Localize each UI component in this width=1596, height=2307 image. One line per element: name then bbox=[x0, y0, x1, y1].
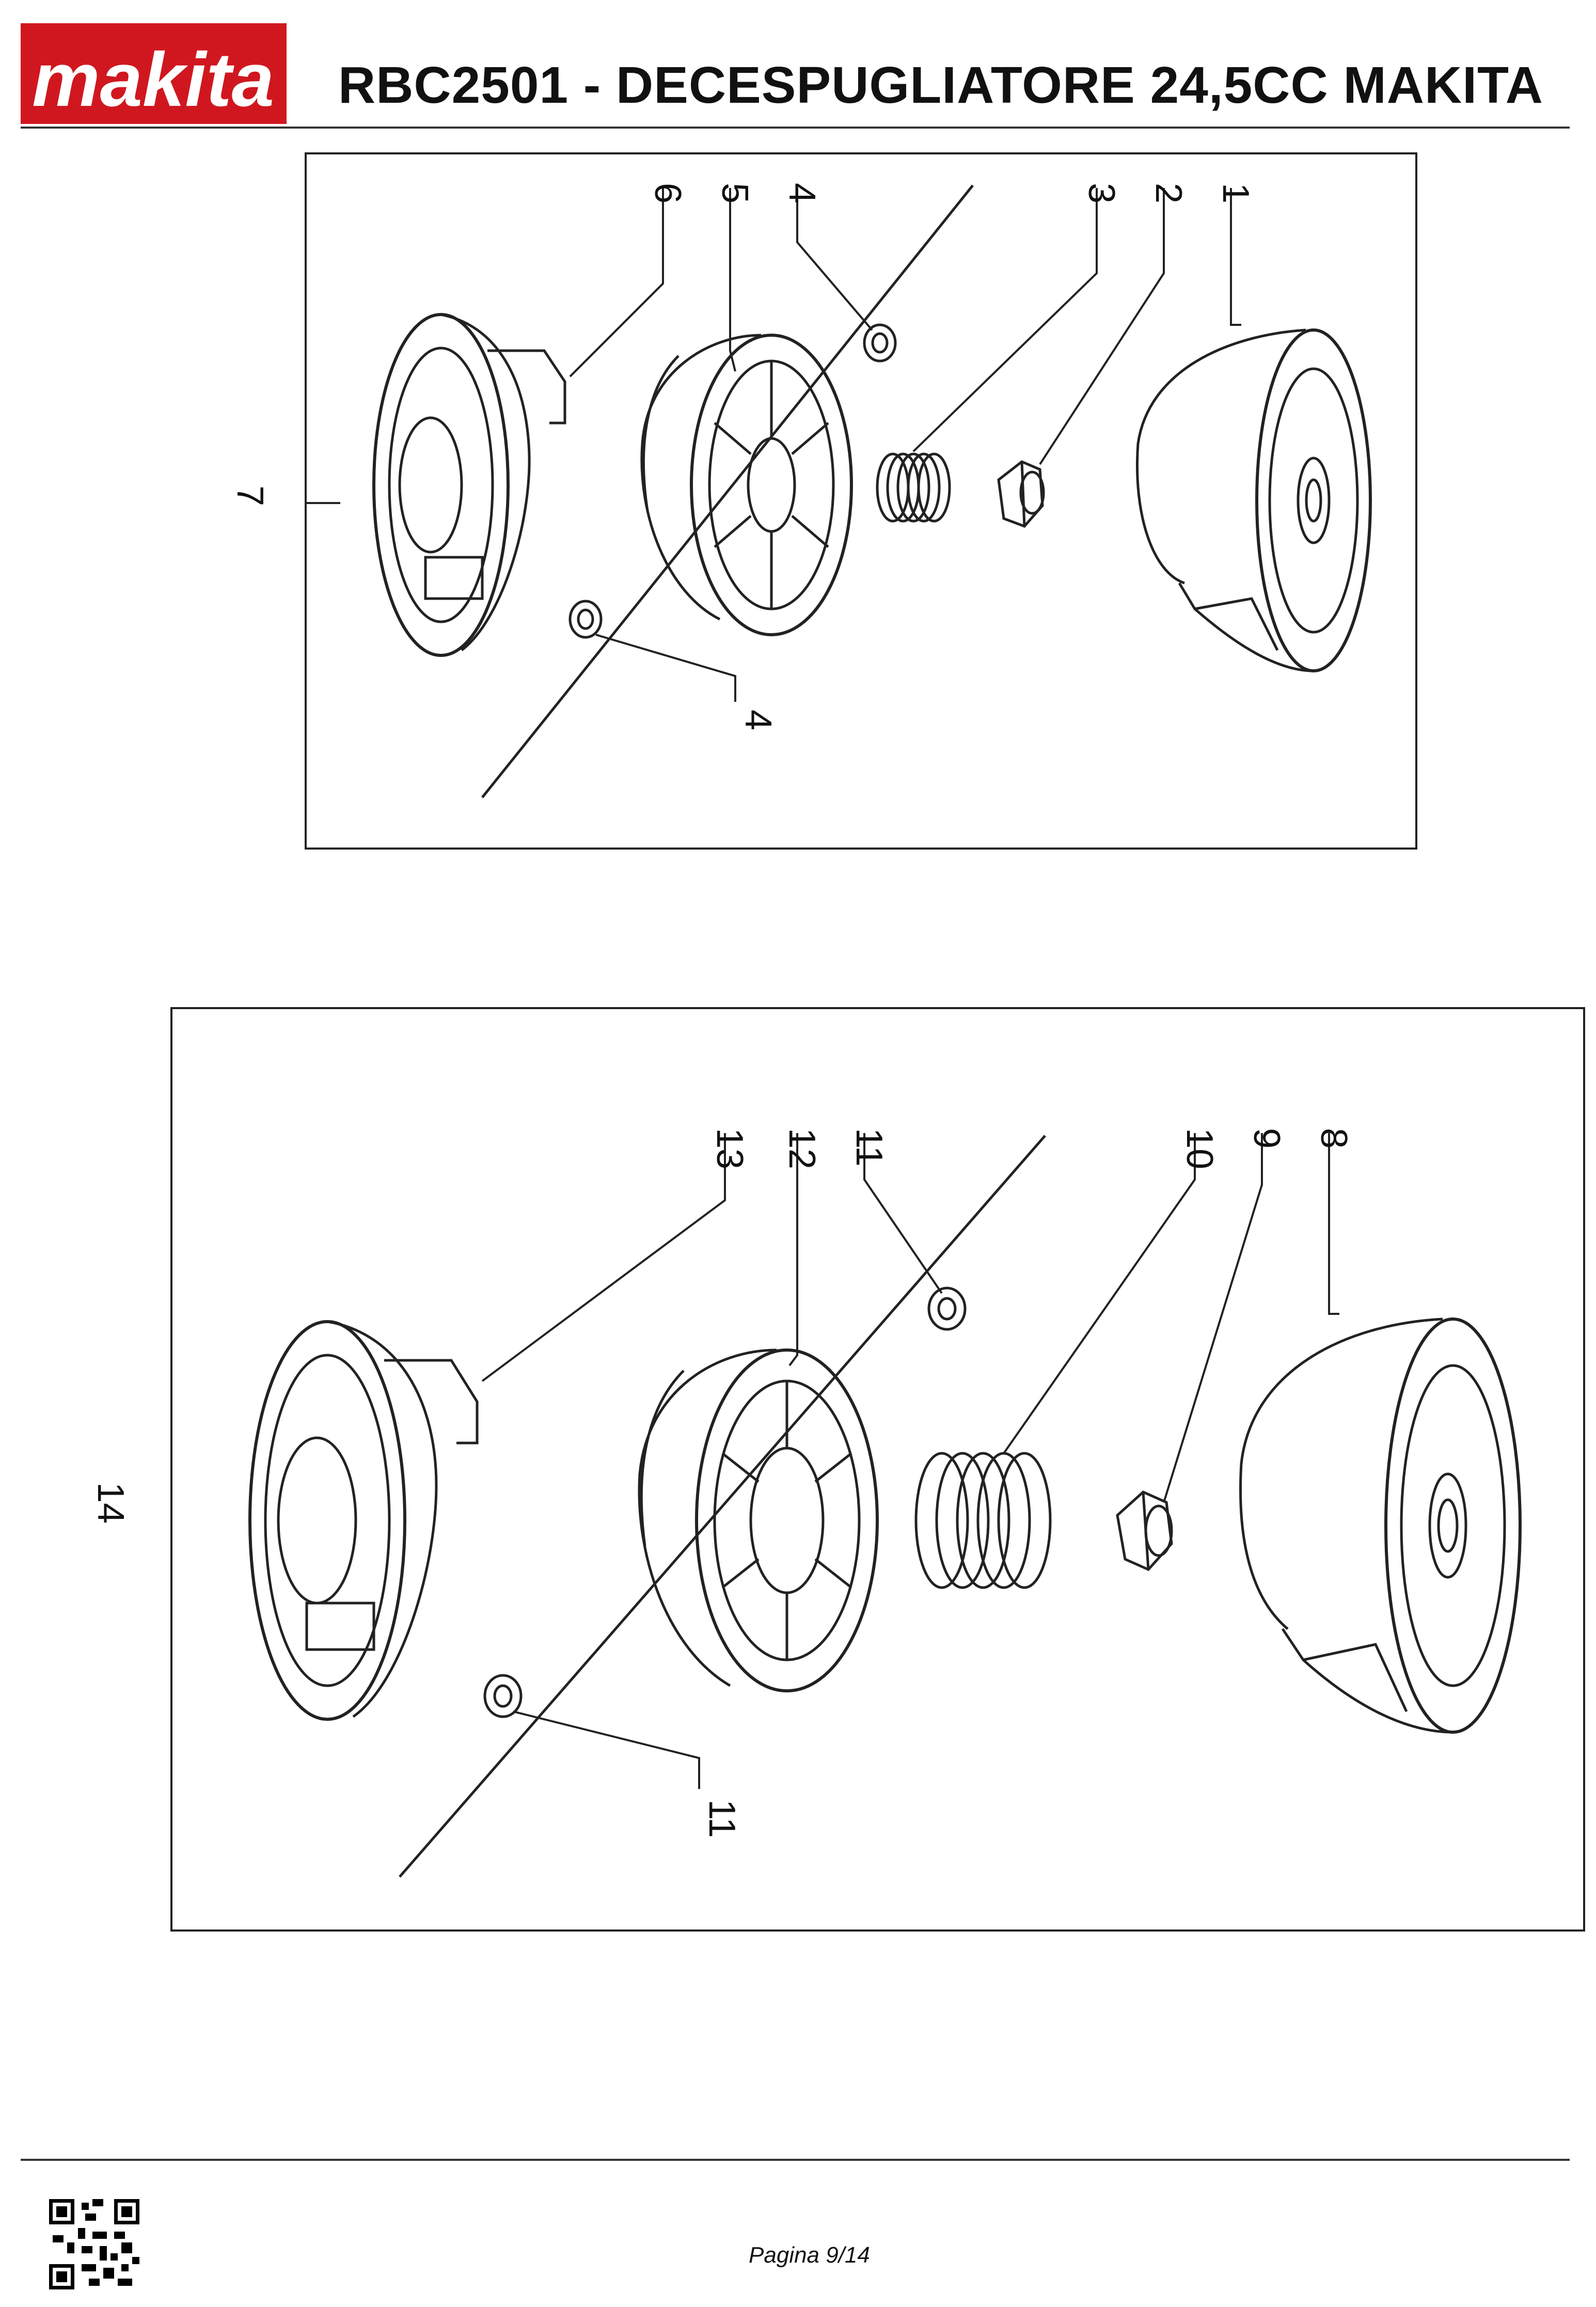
nut-icon bbox=[997, 460, 1045, 528]
shaft-1 bbox=[481, 184, 974, 798]
part-label: 13 bbox=[709, 1128, 750, 1169]
svg-text:14: 14 bbox=[90, 1482, 131, 1524]
part-label: 4 bbox=[781, 183, 823, 203]
part-label: 4 bbox=[737, 710, 779, 730]
spool-icon bbox=[640, 334, 853, 636]
part-label: 12 bbox=[781, 1128, 823, 1169]
housing-icon bbox=[248, 1320, 479, 1721]
washer-icon bbox=[927, 1286, 967, 1331]
svg-text:7: 7 bbox=[229, 485, 271, 506]
part-label: 9 bbox=[1246, 1128, 1287, 1149]
page-number: Pagina 9/14 bbox=[749, 2242, 870, 2268]
part-label: 10 bbox=[1179, 1128, 1220, 1169]
exploded-diagram-1: 1 2 3 4 5 6 4 bbox=[305, 152, 1417, 850]
assembly-label-7: 7 bbox=[229, 485, 271, 506]
part-label: 5 bbox=[714, 183, 755, 203]
part-label: 3 bbox=[1081, 183, 1122, 203]
part-label: 11 bbox=[848, 1128, 890, 1167]
washer-icon bbox=[483, 1674, 523, 1718]
header-divider bbox=[21, 127, 1570, 129]
makita-logo: makita bbox=[21, 23, 287, 124]
head-cap-icon bbox=[1135, 328, 1372, 672]
assembly-label-14: 14 bbox=[90, 1482, 131, 1524]
part-label: 1 bbox=[1215, 183, 1256, 203]
spool-icon bbox=[638, 1348, 879, 1692]
spring-icon bbox=[914, 1452, 1052, 1589]
part-label: 11 bbox=[701, 1799, 742, 1838]
spring-icon bbox=[876, 452, 951, 523]
brand-wordmark: makita bbox=[32, 37, 274, 122]
part-label: 8 bbox=[1313, 1128, 1354, 1149]
housing-icon bbox=[372, 313, 566, 657]
diagram-2-drawing: 8 9 10 11 12 13 11 bbox=[248, 1128, 1522, 1878]
diagram-1-drawing: 1 2 3 4 5 6 4 bbox=[307, 183, 1372, 798]
footer-divider bbox=[21, 2159, 1570, 2161]
part-label: 6 bbox=[647, 183, 688, 203]
page-title: RBC2501 - DECESPUGLIATORE 24,5CC MAKITA bbox=[338, 56, 1543, 114]
washer-icon bbox=[568, 600, 603, 639]
nut-icon bbox=[1116, 1490, 1173, 1572]
exploded-diagram-2: 8 9 10 11 12 13 11 bbox=[170, 1007, 1585, 1932]
washer-icon bbox=[863, 323, 897, 363]
head-cap-icon bbox=[1239, 1317, 1522, 1734]
shaft-2 bbox=[399, 1135, 1046, 1878]
part-label: 2 bbox=[1148, 183, 1189, 203]
qr-code-icon[interactable] bbox=[49, 2199, 139, 2289]
